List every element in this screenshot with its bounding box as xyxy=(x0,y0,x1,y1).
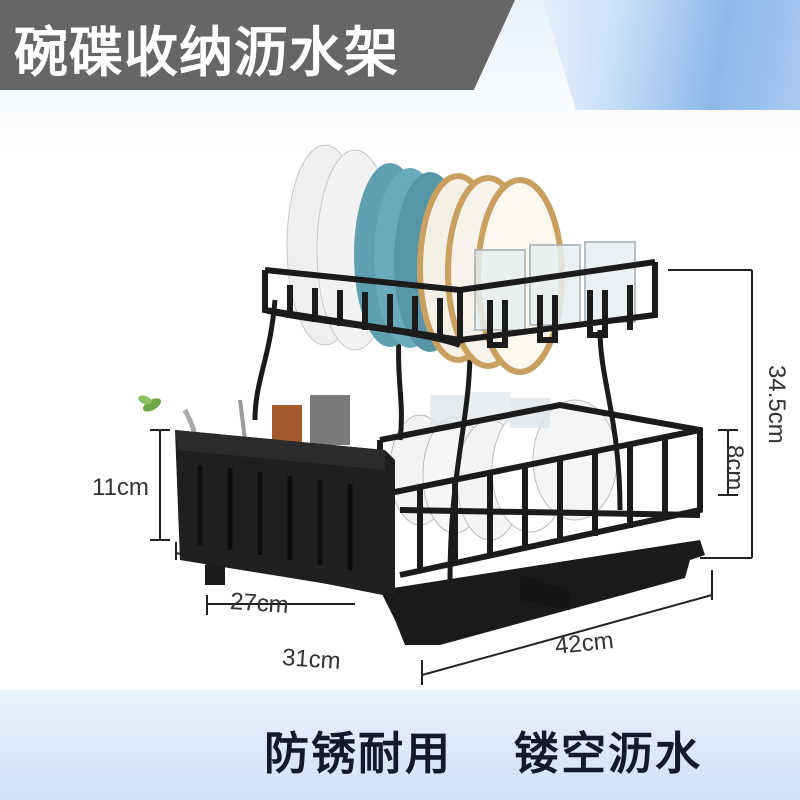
title-banner xyxy=(0,0,515,90)
slogan-drainage: 镂空沥水 xyxy=(514,727,703,780)
label-depth: 31cm xyxy=(281,643,342,676)
label-height-basket: 11cm xyxy=(92,474,149,501)
label-width-basket: 27cm xyxy=(229,587,290,620)
slogan-rustproof: 防锈耐用 xyxy=(264,727,453,780)
upper-rack xyxy=(262,259,658,348)
decorative-blue-streak xyxy=(542,0,800,110)
footer-band xyxy=(0,690,800,800)
product-title: 碗碟收纳沥水架 xyxy=(14,21,399,84)
label-height-total: 34.5cm xyxy=(763,365,790,444)
label-height-upper: 8cm xyxy=(721,445,748,491)
leaf-decoration xyxy=(138,395,162,412)
cutlery-basket xyxy=(175,395,395,595)
